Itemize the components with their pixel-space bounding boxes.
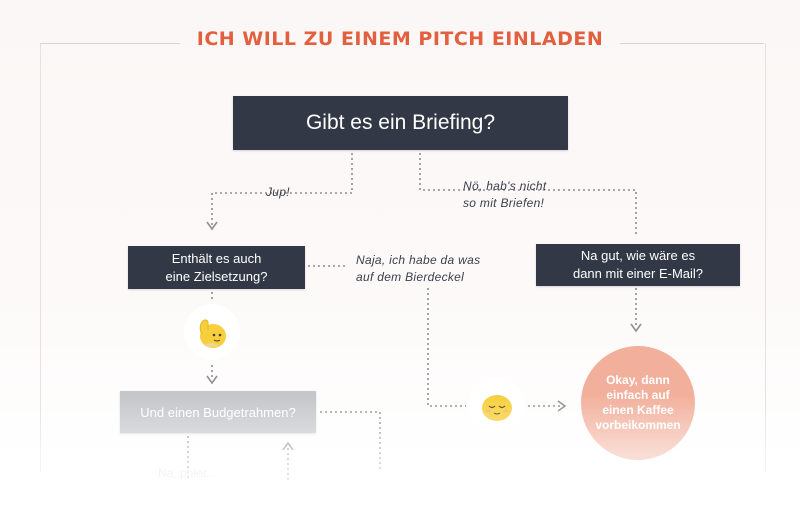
label-no-line-1: Nö, hab's nicht [463,179,547,193]
connector-no [419,153,637,236]
question-goal-line-1: Enthält es auch [171,250,262,266]
question-budget-text: Und einen Budgetrahmen? [140,404,296,420]
arrowhead-email-coffee [630,323,642,333]
flowchart-frame [40,43,766,473]
answer-coffee-line-1: Okay, dann [606,373,670,387]
label-cutoff: Na, phler... [158,466,217,480]
answer-coffee-line-2: einfach auf [606,388,670,402]
thumbs-up-bubble [184,304,240,360]
label-no: Nö, hab's nicht so mit Briefen! [463,178,547,212]
question-email-line-2: dann mit einer E-Mail? [572,266,704,281]
relieved-bubble [469,378,525,434]
relieved-face-icon [482,395,512,421]
title-rule-right [620,43,764,44]
answer-coffee: Okay, dann einfach auf einen Kaffee vorb… [581,346,695,460]
thumbs-up-icon [199,319,226,348]
connector-budget-right [320,411,381,470]
answer-coffee-line-4: vorbeikommen [595,418,681,432]
question-goal-line-2: eine Zielsetzung? [165,268,268,284]
question-briefing: Gibt es ein Briefing? [233,96,568,150]
label-napkin-line-1: Naja, ich habe da was [356,253,481,267]
question-email-line-1: Na gut, wie wäre es [580,248,696,263]
connector-yes [211,153,353,226]
label-no-line-2: so mit Briefen! [463,196,545,210]
question-budget: Und einen Budgetrahmen? [120,391,316,433]
question-email: Na gut, wie wäre es dann mit einer E-Mai… [536,244,740,286]
question-goal: Enthält es auch eine Zielsetzung? [128,246,305,289]
question-briefing-text: Gibt es ein Briefing? [305,111,496,134]
connector-napkin-down [427,288,466,407]
answer-coffee-line-3: einen Kaffee [602,403,674,417]
label-yes: Jup! [266,185,290,199]
label-napkin: Naja, ich habe da was auf dem Bierdeckel [356,252,480,286]
arrowhead-yes [206,221,218,231]
flowchart-title: ICH WILL ZU EINEM PITCH EINLADEN [196,28,604,50]
arrowhead-budget [206,375,218,385]
label-napkin-line-2: auf dem Bierdeckel [356,270,465,284]
title-rule-left [40,43,180,44]
